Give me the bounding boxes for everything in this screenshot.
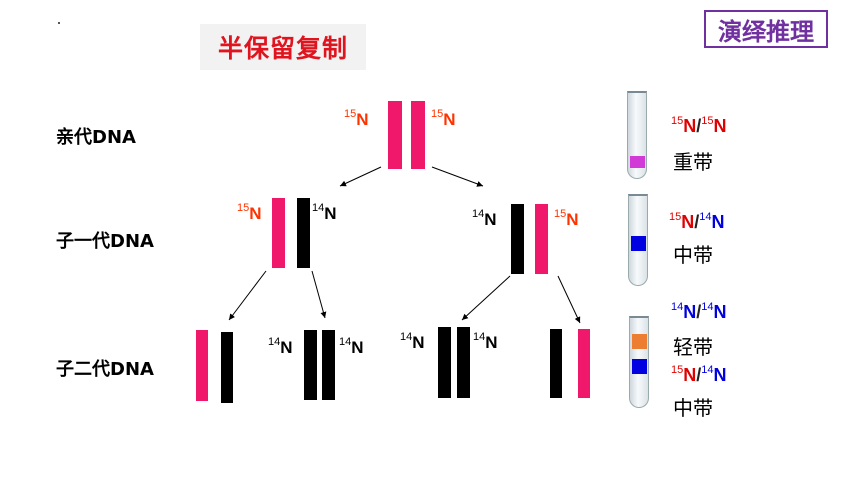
parent-strand-heavy-2	[411, 101, 425, 169]
isotope-label-f1a-light: 14N	[312, 202, 337, 223]
band-name-heavy: 重带	[673, 150, 713, 174]
heavy-band	[630, 156, 645, 168]
f2d-strand-light	[550, 329, 562, 398]
method-badge-label: 演绎推理	[718, 17, 814, 46]
stray-dot	[58, 22, 60, 24]
middle-band	[631, 236, 646, 251]
band-name-light: 轻带	[673, 335, 713, 359]
isotope-label-f2b-right: 14N	[339, 336, 364, 357]
f2a-strand-light	[221, 332, 233, 403]
f2a-strand-heavy	[196, 330, 208, 401]
generation-label-second: 子二代DNA	[56, 359, 154, 380]
arrow-f1a-left	[228, 270, 267, 321]
f1a-strand-light	[297, 198, 310, 268]
isotope-label-parent-left: 15N	[344, 108, 369, 129]
arrow-parent-right	[431, 166, 484, 187]
isotope-label-f2b-left: 14N	[268, 336, 293, 357]
generation-label-parent: 亲代DNA	[56, 127, 136, 148]
arrow-f1b-left	[461, 275, 511, 321]
parent-strand-heavy-1	[388, 101, 402, 169]
isotope-label-f1a-heavy: 15N	[237, 202, 262, 223]
method-badge: 演绎推理	[704, 10, 828, 48]
arrow-f1b-right	[557, 275, 581, 324]
band-label-first: 15N/14N	[669, 211, 725, 232]
test-tube-second	[629, 316, 649, 408]
band-label-second-middle: 15N/14N	[671, 364, 727, 385]
f2b-strand-light-1	[304, 330, 317, 400]
isotope-label-f2c-left: 14N	[400, 331, 425, 352]
isotope-label-f1b-light: 14N	[472, 208, 497, 229]
f2c-strand-light-2	[457, 327, 470, 398]
arrow-parent-left	[339, 166, 382, 187]
f2c-strand-light-1	[438, 327, 451, 398]
f2d-strand-heavy	[578, 329, 590, 398]
test-tube-parent	[627, 91, 647, 179]
arrow-f1a-right	[311, 270, 327, 319]
band-label-second-light: 14N/14N	[671, 301, 727, 322]
generation-label-first: 子一代DNA	[56, 231, 154, 252]
f1a-strand-heavy	[272, 198, 285, 268]
f2b-strand-light-2	[322, 330, 335, 400]
isotope-label-f2c-right: 14N	[473, 331, 498, 352]
band-name-middle-second: 中带	[673, 396, 713, 420]
test-tube-first	[628, 194, 648, 286]
band-label-parent: 15N/15N	[671, 115, 727, 136]
title-box: 半保留复制	[200, 24, 366, 70]
f1b-strand-heavy	[535, 204, 548, 274]
middle-band-second	[632, 359, 647, 374]
light-band	[632, 334, 647, 349]
f1b-strand-light	[511, 204, 524, 274]
isotope-label-f1b-heavy: 15N	[554, 208, 579, 229]
isotope-label-parent-right: 15N	[431, 108, 456, 129]
page-title: 半保留复制	[217, 34, 348, 63]
band-name-middle-first: 中带	[673, 243, 713, 267]
